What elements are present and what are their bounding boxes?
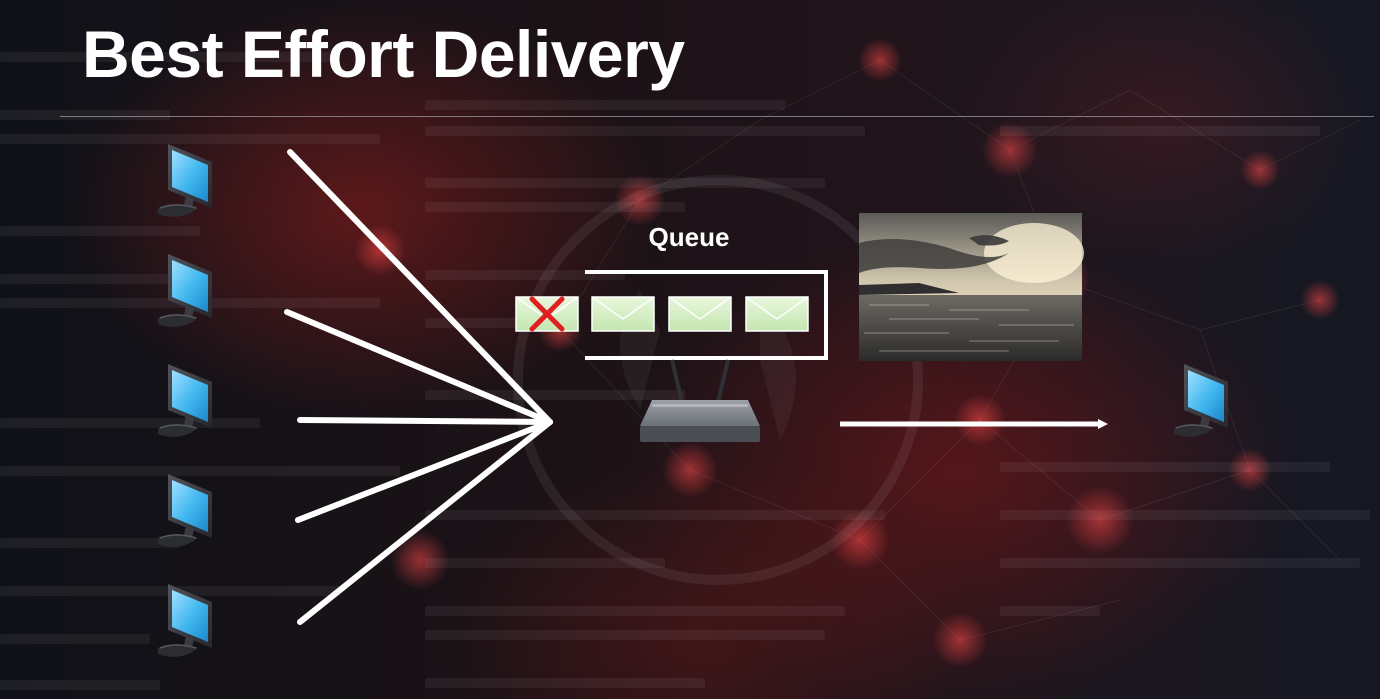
computer-monitor-icon — [157, 363, 213, 438]
computer-monitor-icon — [157, 143, 213, 218]
receiver-computer — [1173, 363, 1229, 438]
queued-packet — [745, 296, 809, 332]
drop-x-icon — [529, 296, 565, 332]
background-code-lines — [0, 52, 1370, 690]
queue-label: Queue — [648, 222, 730, 252]
sender-connection-lines — [284, 149, 553, 625]
sender-computer — [157, 473, 213, 548]
computer-monitor-icon — [157, 473, 213, 548]
queued-packet — [591, 296, 655, 332]
queue-bracket — [585, 270, 828, 360]
connection-line — [284, 309, 553, 425]
connection-line — [287, 149, 553, 425]
connection-line — [297, 419, 553, 625]
sender-computer — [157, 253, 213, 328]
title-divider — [60, 116, 1374, 117]
envelope-icon — [745, 296, 809, 332]
computer-monitor-icon — [157, 253, 213, 328]
sender-computer — [157, 363, 213, 438]
connection-line — [297, 417, 553, 425]
router-icon — [640, 359, 760, 442]
slide-title: Best Effort Delivery — [82, 17, 685, 91]
envelope-icon — [591, 296, 655, 332]
computer-monitor-icon — [157, 583, 213, 658]
ocean-sunset-photo — [859, 213, 1084, 361]
queued-packet — [668, 296, 732, 332]
envelope-icon — [668, 296, 732, 332]
computer-monitor-icon — [1173, 363, 1229, 438]
sender-computer — [157, 143, 213, 218]
background-logo-watermark — [513, 175, 923, 585]
connection-line — [295, 419, 553, 523]
dropped-packet — [515, 296, 579, 332]
sender-computer — [157, 583, 213, 658]
